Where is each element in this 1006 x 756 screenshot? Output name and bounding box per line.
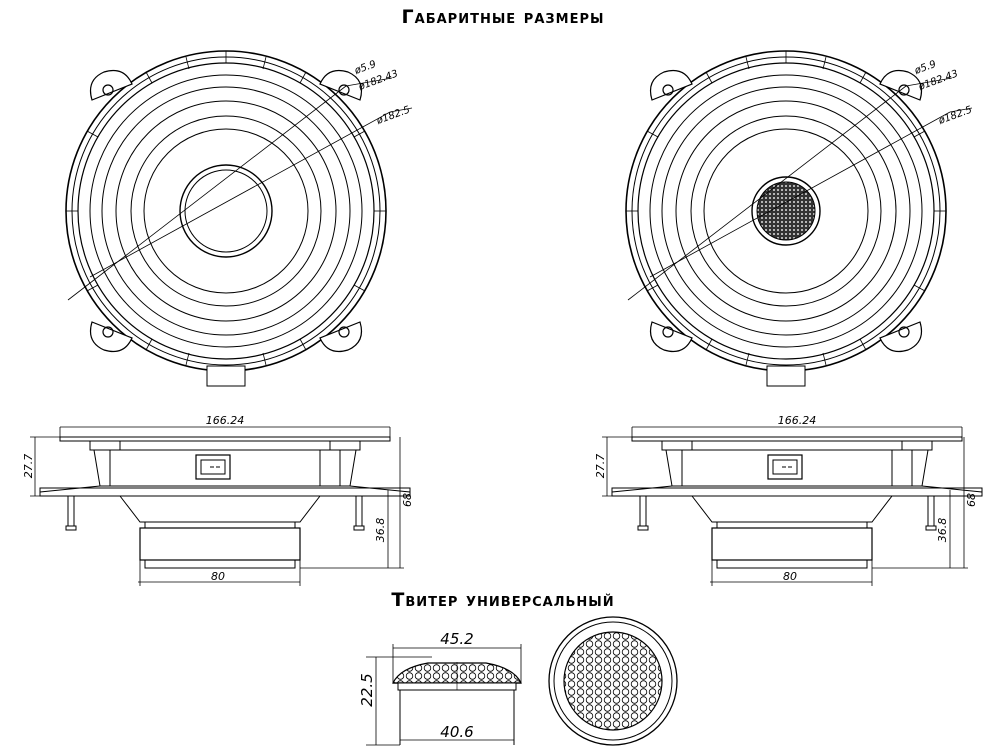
dim-width-2: 166.24	[778, 414, 817, 427]
side-view-coaxial	[611, 436, 983, 569]
front-view-coaxial	[625, 50, 973, 387]
dim-magnet-diameter-2: 80	[783, 570, 797, 583]
side-view-woofer	[39, 436, 411, 569]
dim-outer: ø182.5	[374, 105, 411, 128]
dim-height-top-2: 27.7	[594, 454, 607, 479]
tweeter-dimensions	[366, 644, 522, 746]
dim-magnet-height: 36.8	[374, 518, 387, 543]
dim-height-top: 27.7	[22, 454, 35, 479]
mount-ear	[649, 69, 923, 353]
dim-tweeter-top-width: 45.2	[440, 630, 473, 648]
side-dimensions-left	[30, 426, 404, 586]
dim-hole: ø5.9	[352, 59, 377, 77]
dim-hole-2: ø5.9	[912, 59, 937, 77]
front-view-woofer	[65, 50, 413, 387]
dim-outer-2: ø182.5	[936, 105, 973, 128]
dim-magnet-height-2: 36.8	[936, 518, 949, 543]
side-dimensions-right	[602, 426, 968, 586]
tweeter-front-view	[548, 616, 678, 746]
dim-magnet-diameter: 80	[211, 570, 225, 583]
dim-tweeter-bottom-width: 40.6	[440, 723, 473, 741]
tweeter-side-view	[392, 662, 522, 745]
dim-tweeter-height: 22.5	[358, 673, 376, 706]
mount-ear	[89, 69, 363, 353]
dim-height-total: 68	[401, 493, 414, 507]
title-dimensions: Габаритные размеры	[401, 6, 605, 28]
dim-width: 166.24	[206, 414, 245, 427]
dim-height-total-2: 68	[965, 493, 978, 507]
title-tweeter: Твитер универсальный	[391, 589, 615, 611]
